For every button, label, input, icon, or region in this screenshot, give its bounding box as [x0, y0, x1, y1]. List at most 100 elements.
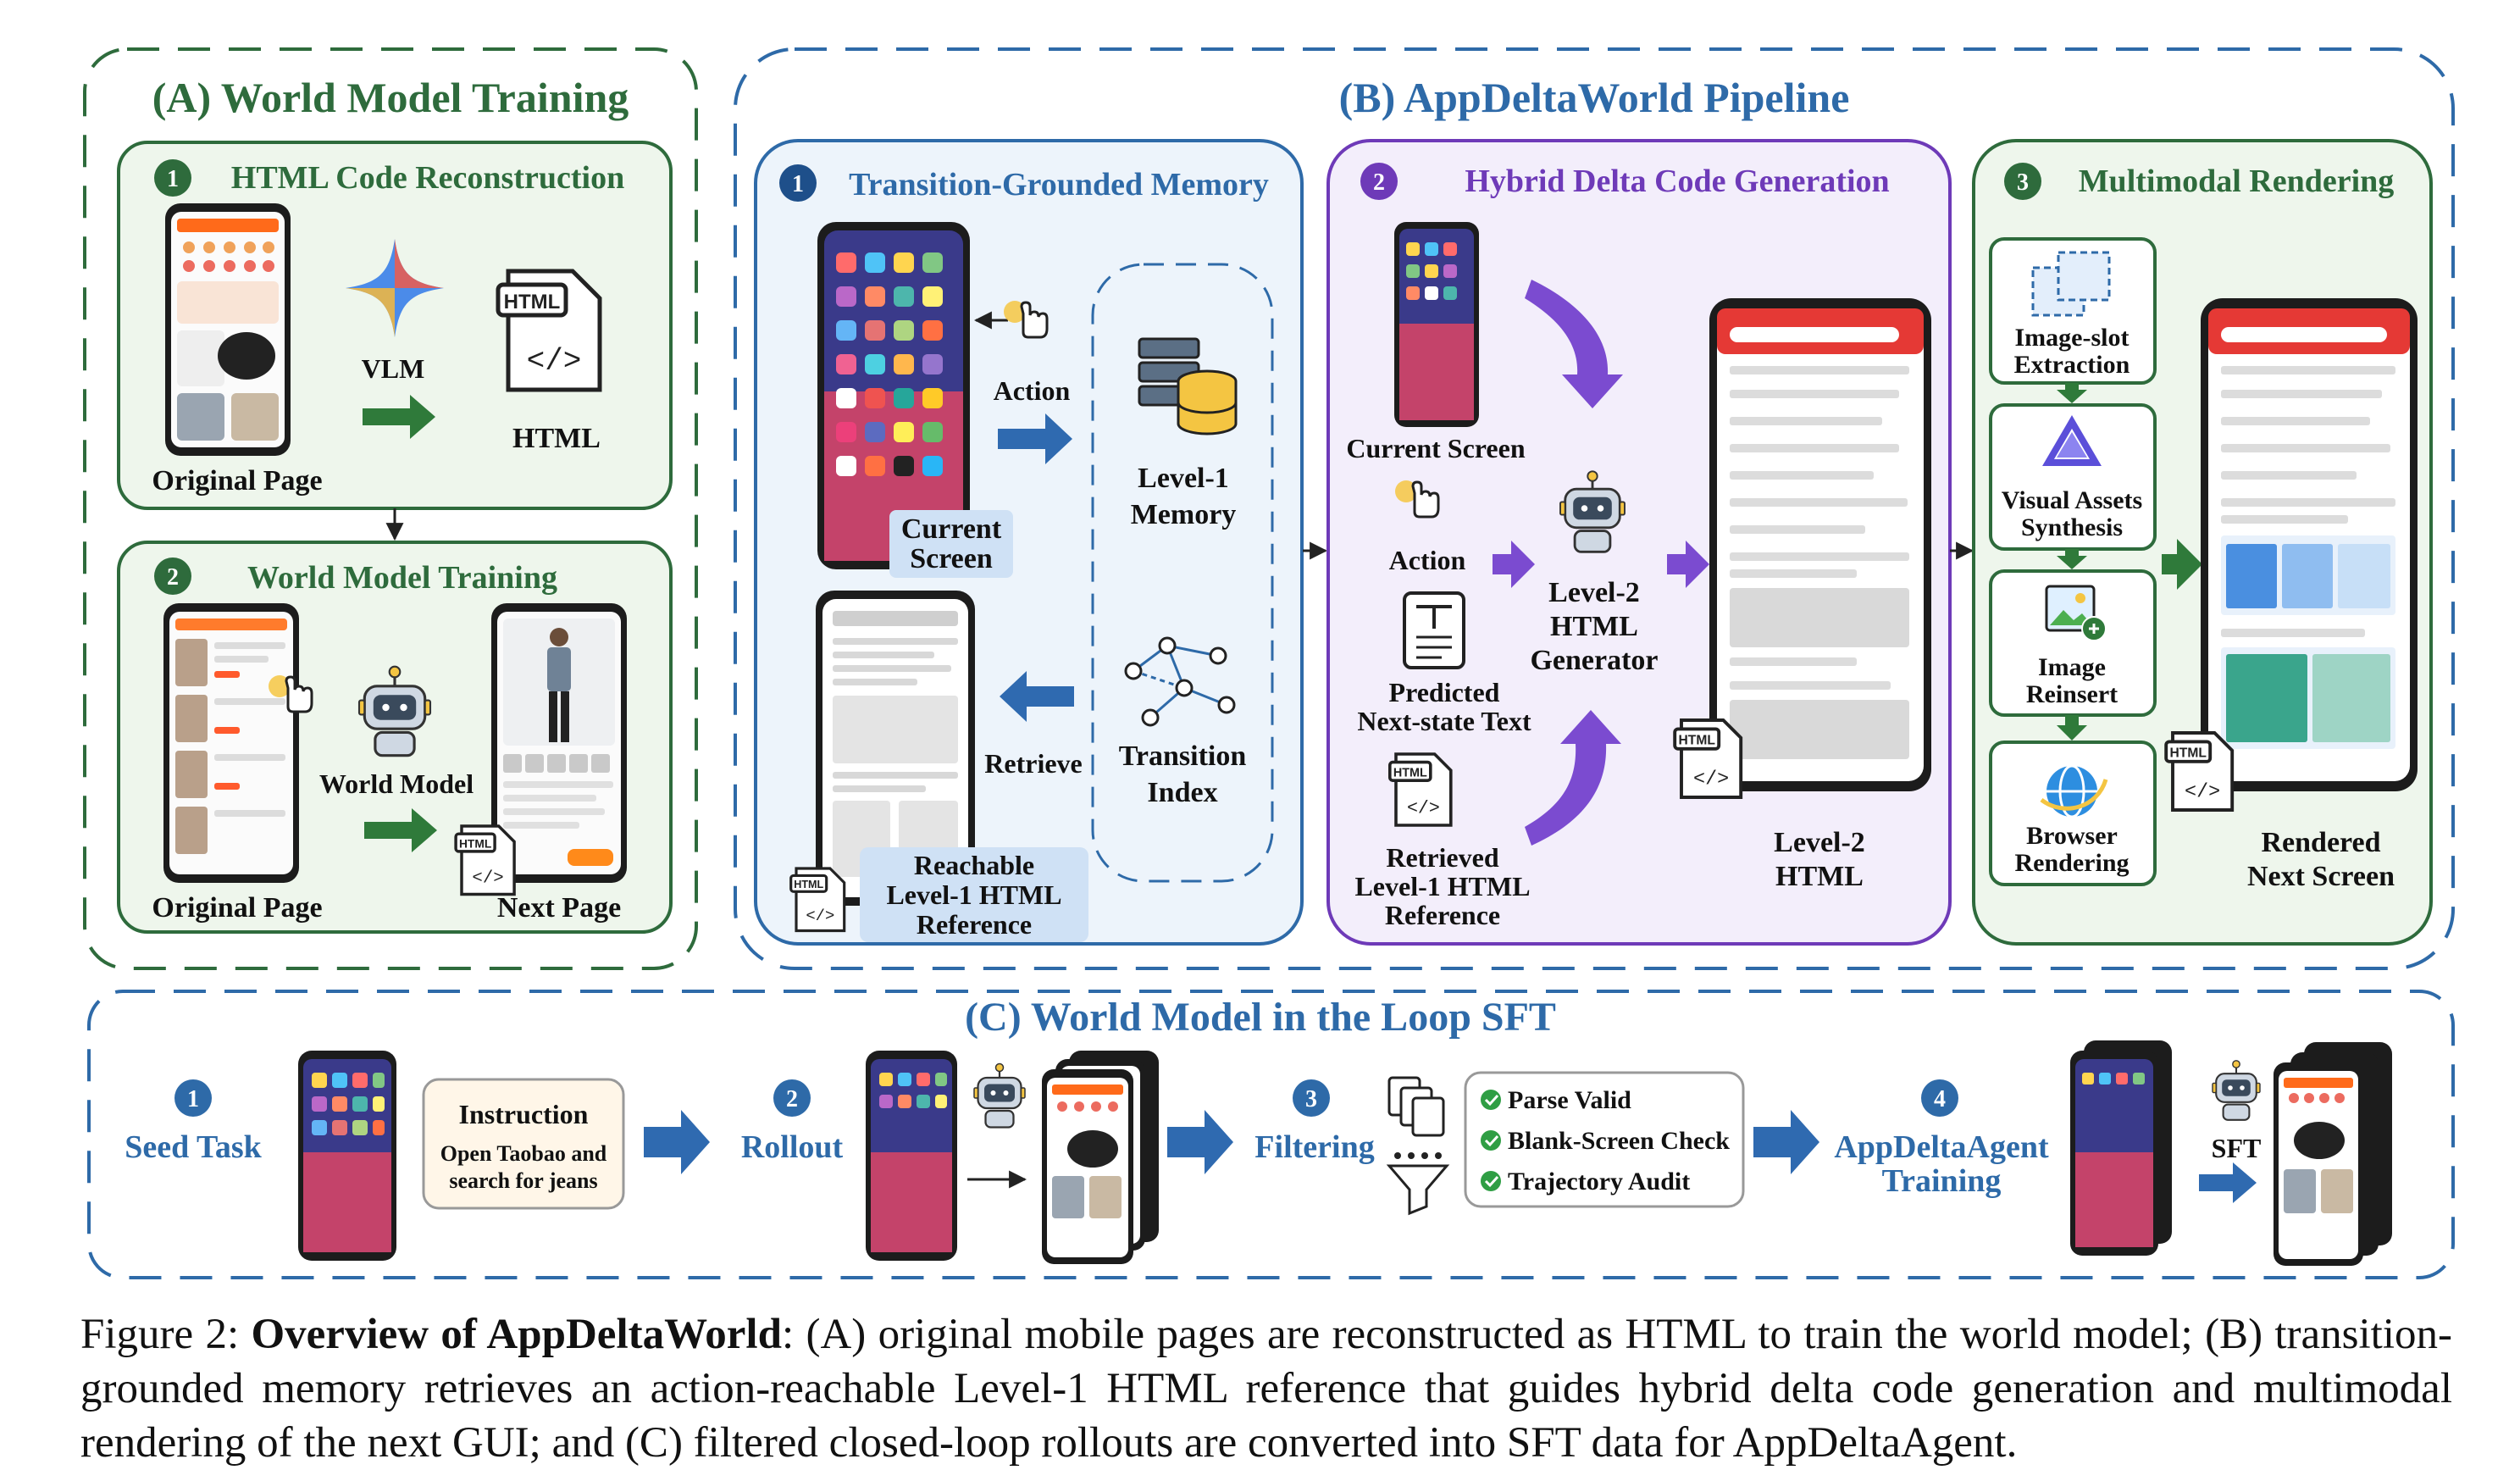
image-slot-icon [2031, 251, 2111, 317]
agent-robot-icon [2211, 1059, 2262, 1121]
caption-text: : (A) original mobile pages are reconstr… [80, 1311, 2453, 1467]
generator-label-3: Generator [1530, 645, 1658, 676]
instruction-card [422, 1078, 625, 1210]
check-trajectory-audit-label: Trajectory Audit [1508, 1168, 1690, 1195]
memory-title: Transition-Grounded Memory [849, 167, 1269, 202]
curved-arrow-top [1525, 280, 1623, 408]
browser-globe-icon [2040, 764, 2108, 818]
check-parse-valid-label: Parse Valid [1508, 1086, 1631, 1114]
agent-label-2: Training [1882, 1163, 2002, 1199]
image-slot-label-1: Image-slot [2015, 324, 2130, 352]
svg-text:HTML: HTML [504, 291, 561, 313]
reachable-label-bg [860, 847, 1088, 942]
rendered-next-screen-phone [2201, 298, 2418, 791]
predicted-label-1: Predicted [1389, 677, 1500, 707]
original-page-phone-1 [165, 203, 291, 456]
seed-phone [298, 1051, 396, 1261]
level1-memory-label-2: Memory [1131, 499, 1237, 530]
step2-original-label: Original Page [152, 892, 322, 924]
vlm-label: VLM [362, 353, 425, 384]
retrieved-label-2: Level-1 HTML [1354, 871, 1530, 901]
render-step-down-arrows [2057, 383, 2087, 741]
reachable-label-3: Reference [917, 909, 1032, 940]
caption-bold: Overview of AppDeltaWorld [251, 1311, 782, 1358]
panel-c-title: (C) World Model in the Loop SFT [965, 995, 1556, 1040]
delta-action-label: Action [1389, 545, 1466, 575]
instruction-line-1: Open Taobao and [440, 1141, 607, 1166]
panel-b: (B) AppDeltaWorld Pipeline 1 Transition-… [734, 47, 2455, 970]
action-to-generator-arrow [1493, 541, 1535, 588]
retrieved-label-1: Retrieved [1386, 842, 1498, 873]
check-parse-valid: Parse Valid [1481, 1086, 1631, 1114]
retrieved-label-3: Reference [1385, 900, 1500, 930]
rollout-stacked-phones [1042, 1051, 1159, 1264]
memory-store-dashed-box [1091, 263, 1274, 883]
transition-graph-icon [1124, 636, 1236, 727]
filter-label: Filtering [1254, 1129, 1374, 1165]
seed-badge-num: 1 [187, 1086, 199, 1112]
step1-original-label: Original Page [152, 465, 322, 496]
generator-to-output-arrow [1667, 541, 1709, 588]
delta-current-screen-phone [1394, 222, 1479, 427]
filter-badge [1293, 1079, 1330, 1117]
rendered-label-2: Next Screen [2247, 861, 2395, 892]
delta-current-screen-label: Current Screen [1346, 433, 1525, 463]
panel-a: (A) World Model Training 1 HTML Code Rec… [83, 47, 698, 970]
image-slot-label-2: Extraction [2014, 351, 2130, 379]
panel-b-border [734, 47, 2455, 970]
rollout-label: Rollout [741, 1129, 844, 1165]
action-to-memory-arrow [998, 413, 1072, 464]
step1-badge-num: 1 [167, 166, 179, 192]
step2-badge [154, 557, 191, 595]
memory-badge [779, 164, 817, 202]
render-title: Multimodal Rendering [2079, 164, 2395, 199]
check-blank-screen-label: Blank-Screen Check [1508, 1127, 1730, 1155]
next-page-phone [491, 603, 627, 883]
image-reinsert-label-1: Image [2038, 653, 2106, 681]
checks-card [1464, 1071, 1745, 1208]
seed-badge [174, 1079, 212, 1117]
level1-memory-label-1: Level-1 [1138, 463, 1229, 494]
level2-output-label-1: Level-2 [1774, 827, 1865, 858]
browser-rendering-label-2: Rendering [2015, 849, 2130, 877]
step2-badge-num: 2 [167, 564, 179, 591]
generator-label-2: HTML [1550, 611, 1638, 642]
reachable-html-icon [789, 867, 846, 933]
html-file-icon: HTML </> [496, 269, 602, 392]
html-label: HTML [512, 423, 601, 454]
memory-current-screen-label-1: Current [901, 513, 1002, 545]
level2-output-phone [1709, 298, 1931, 791]
generator-label-1: Level-2 [1548, 577, 1640, 608]
filter-funnel-icon [1386, 1076, 1450, 1216]
visual-assets-label-1: Visual Assets [2002, 486, 2142, 514]
svg-text:</>: </> [527, 344, 582, 379]
step2-title: World Model Training [247, 560, 557, 596]
memory-current-screen-label-2: Screen [910, 543, 993, 574]
memory-badge-num: 1 [792, 171, 804, 197]
agent-badge-num: 4 [1934, 1086, 1946, 1112]
level2-output-label-2: HTML [1775, 861, 1864, 892]
render-badge [2004, 163, 2041, 200]
current-screen-label-bg [889, 510, 1013, 578]
browser-rendering-label-1: Browser [2026, 822, 2118, 850]
figure-caption: Figure 2: Overview of AppDeltaWorld: (A)… [80, 1307, 2452, 1470]
world-model-label: World Model [319, 768, 474, 799]
rollout-badge [773, 1079, 811, 1117]
rollout-badge-num: 2 [786, 1086, 798, 1112]
agent-badge [1921, 1079, 1958, 1117]
agent-stacked-phones-right [2274, 1042, 2392, 1266]
image-reinsert-label-2: Reinsert [2026, 680, 2118, 708]
filter-to-agent-arrow [1753, 1110, 1819, 1174]
memory-action-label: Action [994, 375, 1071, 406]
instruction-title: Instruction [459, 1099, 589, 1129]
original-page-phone-2 [163, 603, 299, 883]
delta-badge [1360, 163, 1398, 200]
database-icon [1138, 337, 1238, 435]
filter-badge-num: 3 [1305, 1086, 1317, 1112]
check-blank-screen: Blank-Screen Check [1481, 1127, 1730, 1155]
world-model-arrow [364, 808, 437, 852]
instruction-to-rollout-arrow [644, 1110, 710, 1174]
instruction-line-2: search for jeans [449, 1168, 597, 1193]
retrieve-arrow [1000, 671, 1074, 722]
next-page-html-icon [454, 824, 516, 896]
